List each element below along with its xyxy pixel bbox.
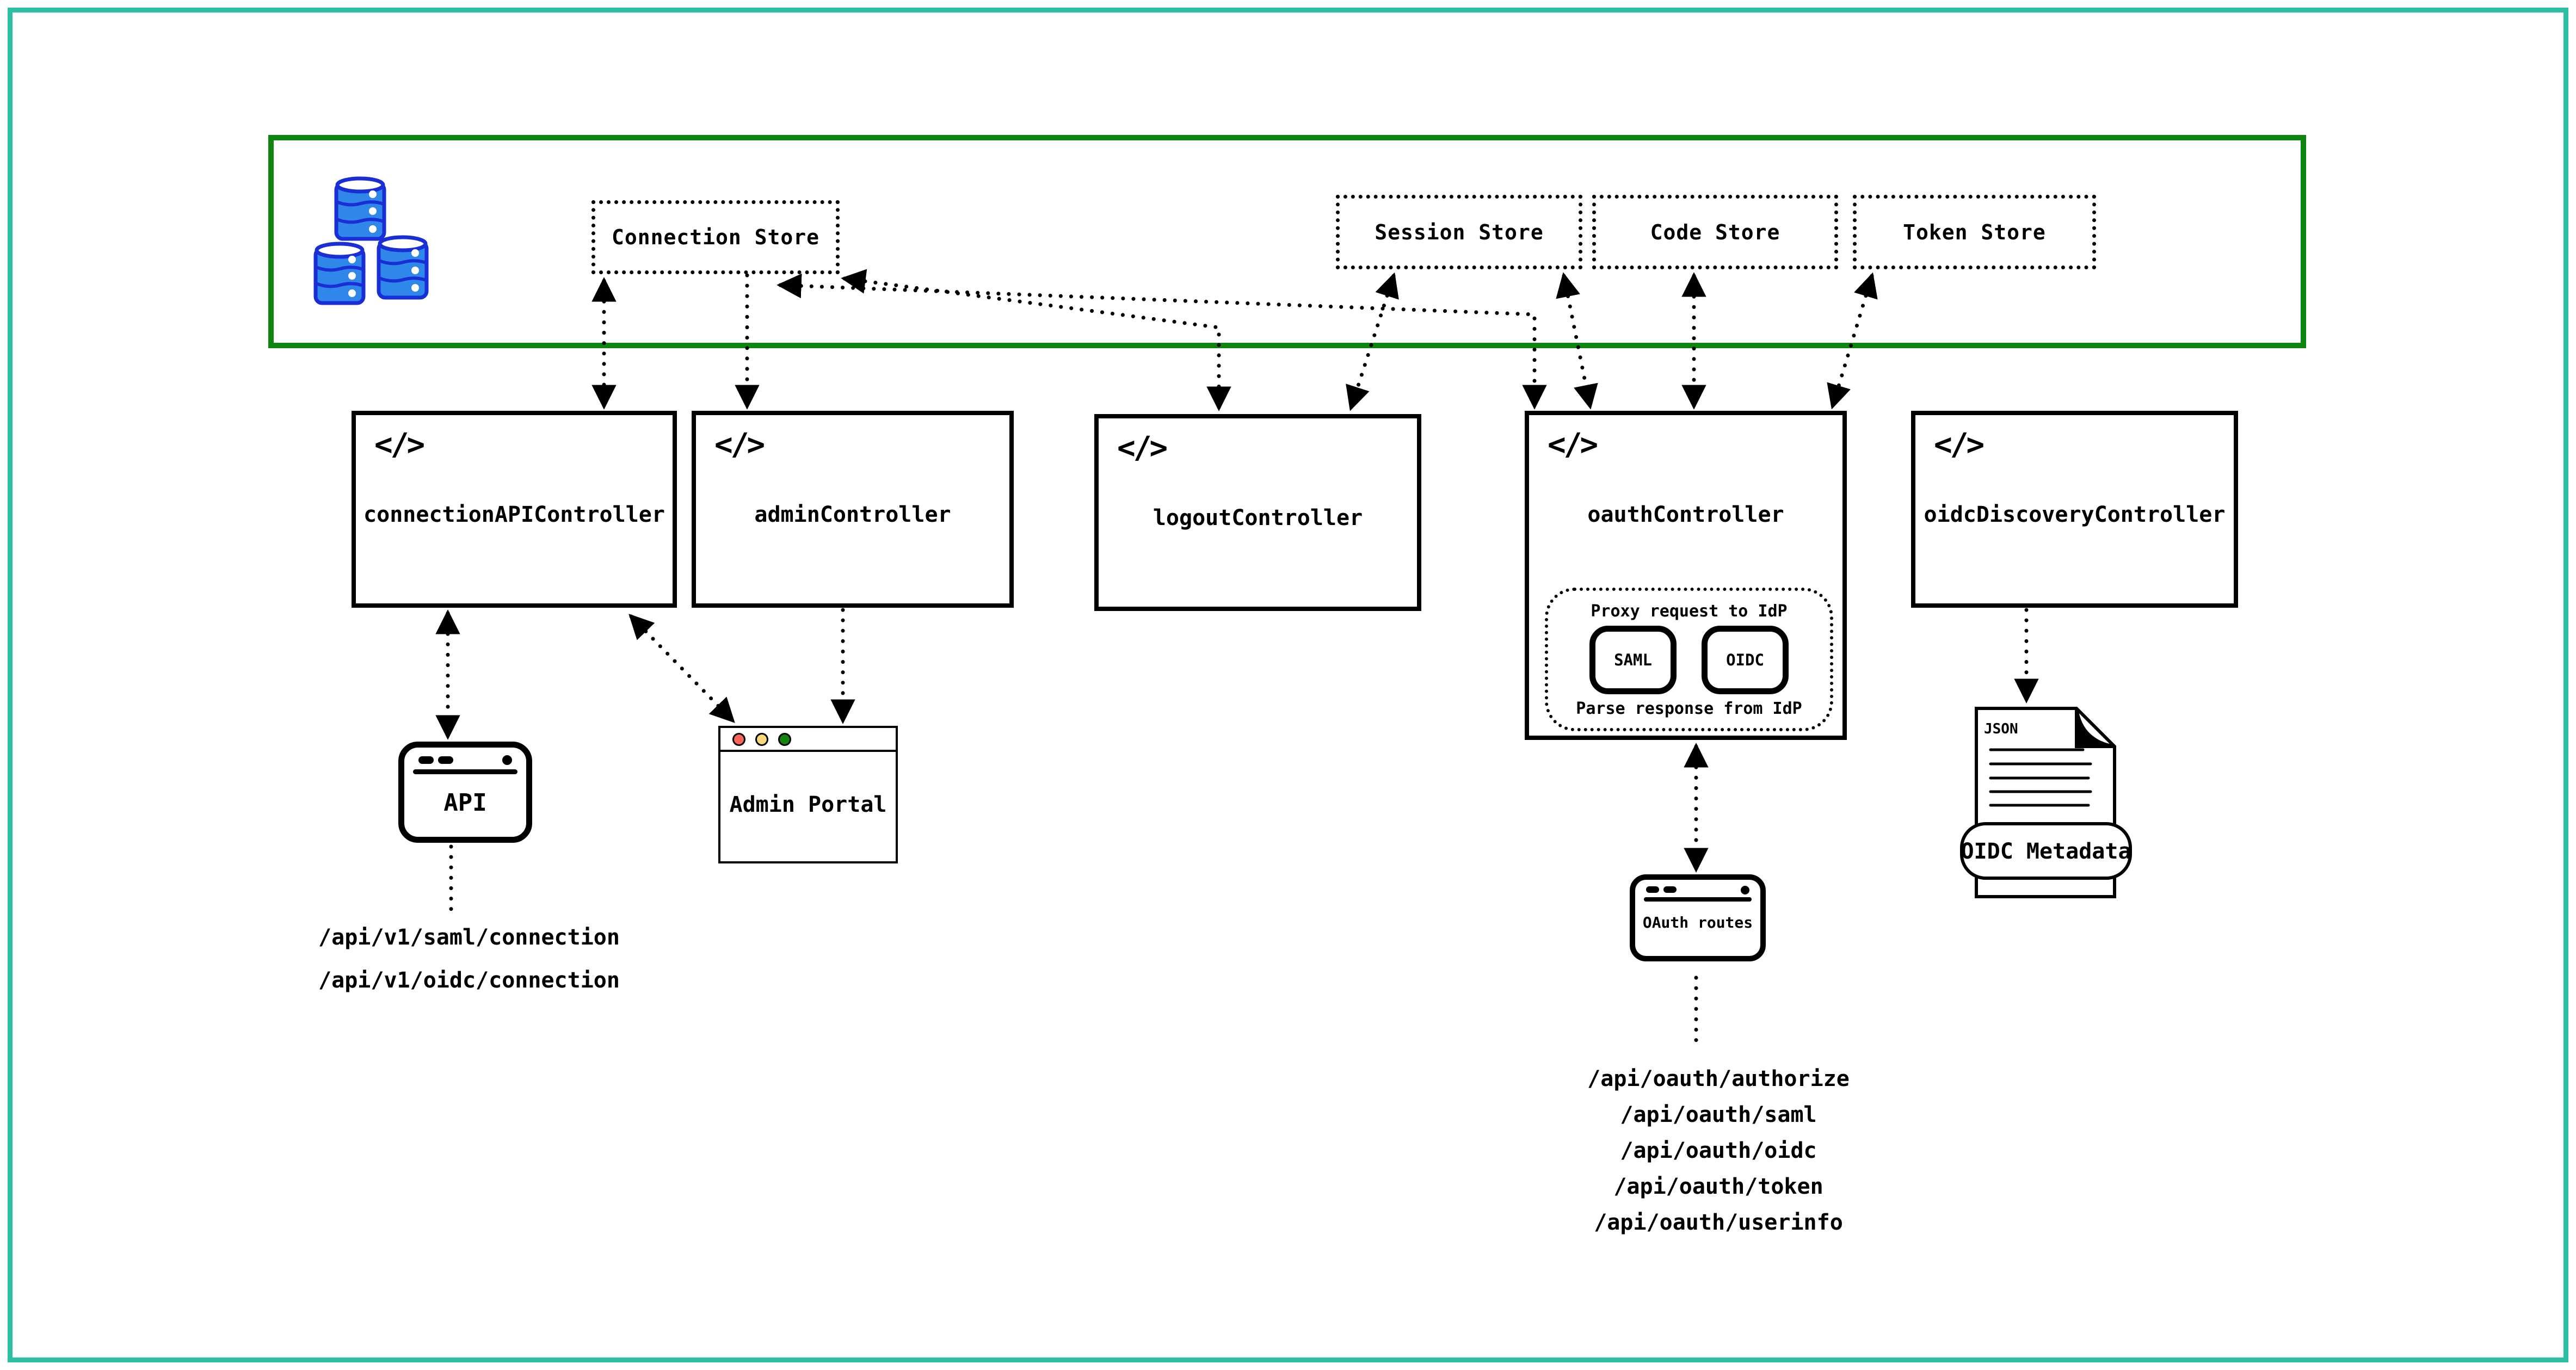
- oidc-box: OIDC: [1702, 626, 1789, 694]
- endpoint-item: /api/oauth/authorize: [1587, 1066, 1850, 1091]
- endpoint-item: /api/v1/oidc/connection: [318, 968, 620, 993]
- db-barrel-left: [313, 242, 366, 305]
- api-window-label: API: [443, 789, 487, 817]
- database-icon: [313, 176, 429, 305]
- admin-controller-label: adminController: [754, 502, 951, 527]
- oauth-controller-label: oauthController: [1587, 502, 1784, 527]
- window-dot-icon: [1741, 886, 1749, 894]
- json-document-icon: JSON OIDC Metadata: [1960, 707, 2132, 898]
- connection-api-controller-label: connectionAPIController: [363, 502, 665, 527]
- page-border: [8, 8, 2568, 1362]
- oauth-routes-titlebar: [1635, 880, 1760, 902]
- db-barrel-right: [377, 235, 429, 300]
- connection-api-controller-box: </> connectionAPIController: [352, 411, 677, 608]
- session-store-label: Session Store: [1375, 220, 1544, 244]
- code-icon: </>: [1548, 427, 1598, 462]
- token-store-box: Token Store: [1853, 195, 2096, 269]
- token-store-label: Token Store: [1903, 220, 2046, 244]
- code-icon: </>: [1934, 427, 1985, 462]
- logout-controller-label: logoutController: [1153, 505, 1363, 530]
- endpoint-item: /api/oauth/oidc: [1620, 1138, 1817, 1163]
- code-icon: </>: [374, 427, 425, 462]
- oauth-controller-box: </> oauthController Proxy request to IdP…: [1525, 411, 1847, 740]
- endpoint-item: /api/oauth/userinfo: [1594, 1210, 1843, 1235]
- json-type-label: JSON: [1984, 721, 2018, 737]
- traffic-light-yellow-icon: [755, 733, 768, 746]
- window-dot-icon: [502, 755, 512, 765]
- window-separator: [1644, 897, 1752, 902]
- db-barrel-top: [334, 176, 386, 241]
- window-dash-icon: [1663, 886, 1677, 893]
- window-dash-icon: [438, 756, 453, 764]
- oidc-metadata-label: OIDC Metadata: [1961, 839, 2131, 864]
- connection-api-endpoints: /api/v1/saml/connection /api/v1/oidc/con…: [303, 916, 635, 1002]
- traffic-light-red-icon: [732, 733, 745, 746]
- saml-box: SAML: [1589, 626, 1677, 694]
- folded-corner-icon: [2075, 708, 2115, 748]
- endpoint-item: /api/oauth/token: [1613, 1174, 1823, 1199]
- proxy-request-label: Proxy request to IdP: [1591, 602, 1788, 621]
- oauth-routes-label: OAuth routes: [1642, 914, 1753, 931]
- admin-controller-box: </> adminController: [692, 411, 1014, 608]
- window-separator: [413, 769, 517, 774]
- admin-portal-label: Admin Portal: [729, 792, 887, 817]
- api-window-titlebar: [404, 748, 526, 774]
- idp-proxy-box: Proxy request to IdP SAML OIDC Parse res…: [1545, 588, 1833, 731]
- document-text-lines: [1989, 748, 2092, 807]
- window-dash-icon: [1646, 886, 1659, 893]
- oidc-discovery-controller-box: </> oidcDiscoveryController: [1911, 411, 2238, 608]
- traffic-light-green-icon: [778, 733, 791, 746]
- admin-portal-titlebar: [720, 728, 896, 752]
- oidc-discovery-controller-label: oidcDiscoveryController: [1924, 502, 2226, 527]
- connection-store-label: Connection Store: [611, 225, 820, 249]
- protocol-row: SAML OIDC: [1589, 626, 1789, 694]
- logout-controller-box: </> logoutController: [1094, 414, 1421, 611]
- parse-response-label: Parse response from IdP: [1576, 699, 1802, 718]
- endpoint-item: /api/v1/saml/connection: [318, 925, 620, 950]
- admin-portal-window: Admin Portal: [718, 726, 898, 863]
- endpoint-item: /api/oauth/saml: [1620, 1102, 1817, 1127]
- oauth-routes-window: OAuth routes: [1630, 874, 1766, 961]
- oauth-endpoints: /api/oauth/authorize /api/oauth/saml /ap…: [1552, 1061, 1884, 1241]
- code-icon: </>: [1117, 430, 1168, 466]
- connection-store-box: Connection Store: [591, 200, 840, 274]
- window-dash-icon: [418, 756, 434, 764]
- code-store-label: Code Store: [1650, 220, 1780, 244]
- metadata-banner: [1960, 822, 2132, 880]
- code-store-box: Code Store: [1592, 195, 1838, 269]
- code-icon: </>: [714, 427, 765, 462]
- api-window: API: [398, 742, 532, 843]
- session-store-box: Session Store: [1336, 195, 1582, 269]
